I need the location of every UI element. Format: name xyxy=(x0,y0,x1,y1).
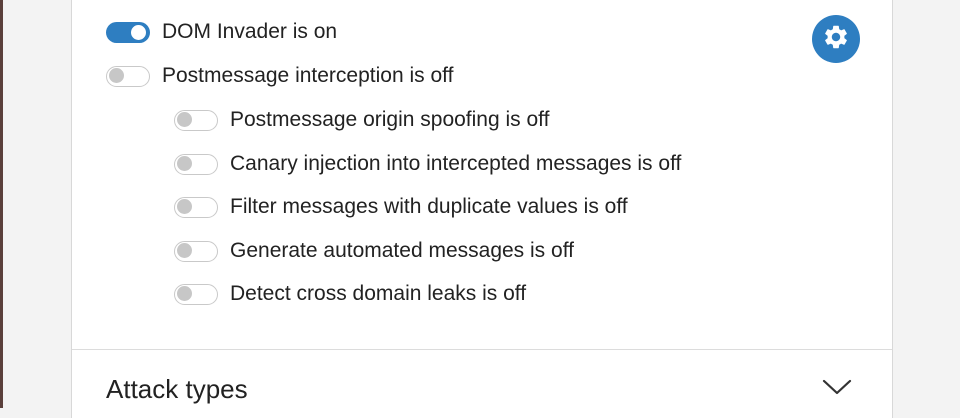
chevron-down-icon[interactable] xyxy=(822,378,852,401)
filter-duplicates-label: Filter messages with duplicate values is… xyxy=(230,195,628,218)
gear-icon xyxy=(822,23,850,56)
filter-duplicates-row: Filter messages with duplicate values is… xyxy=(174,192,628,222)
generate-messages-label: Generate automated messages is off xyxy=(230,239,574,262)
dom-invader-label: DOM Invader is on xyxy=(162,20,338,43)
dom-invader-toggle[interactable] xyxy=(106,21,150,43)
section-divider xyxy=(72,349,892,350)
toggle-knob xyxy=(177,112,192,127)
toggle-knob xyxy=(177,286,192,301)
toggle-knob xyxy=(109,68,124,83)
toggle-knob xyxy=(131,24,146,40)
settings-panel: DOM Invader is on Postmessage intercepti… xyxy=(71,0,893,418)
origin-spoofing-toggle[interactable] xyxy=(174,109,218,131)
generate-messages-toggle[interactable] xyxy=(174,240,218,262)
canary-injection-row: Canary injection into intercepted messag… xyxy=(174,149,681,179)
cross-domain-leaks-label: Detect cross domain leaks is off xyxy=(230,282,527,305)
canary-injection-label: Canary injection into intercepted messag… xyxy=(230,152,682,175)
toggle-knob xyxy=(177,199,192,214)
origin-spoofing-label: Postmessage origin spoofing is off xyxy=(230,108,550,131)
settings-button[interactable] xyxy=(812,15,860,63)
cross-domain-leaks-toggle[interactable] xyxy=(174,283,218,305)
toggle-knob xyxy=(177,156,192,171)
filter-duplicates-toggle[interactable] xyxy=(174,196,218,218)
attack-types-header[interactable]: Attack types xyxy=(106,374,248,404)
window-edge xyxy=(0,0,3,408)
postmessage-interception-toggle[interactable] xyxy=(106,65,150,87)
canary-injection-toggle[interactable] xyxy=(174,153,218,175)
generate-messages-row: Generate automated messages is off xyxy=(174,236,574,266)
postmessage-interception-row: Postmessage interception is off xyxy=(106,61,453,91)
dom-invader-row: DOM Invader is on xyxy=(106,17,337,47)
postmessage-interception-label: Postmessage interception is off xyxy=(162,64,454,87)
cross-domain-leaks-row: Detect cross domain leaks is off xyxy=(174,279,526,309)
toggle-knob xyxy=(177,243,192,258)
origin-spoofing-row: Postmessage origin spoofing is off xyxy=(174,105,549,135)
